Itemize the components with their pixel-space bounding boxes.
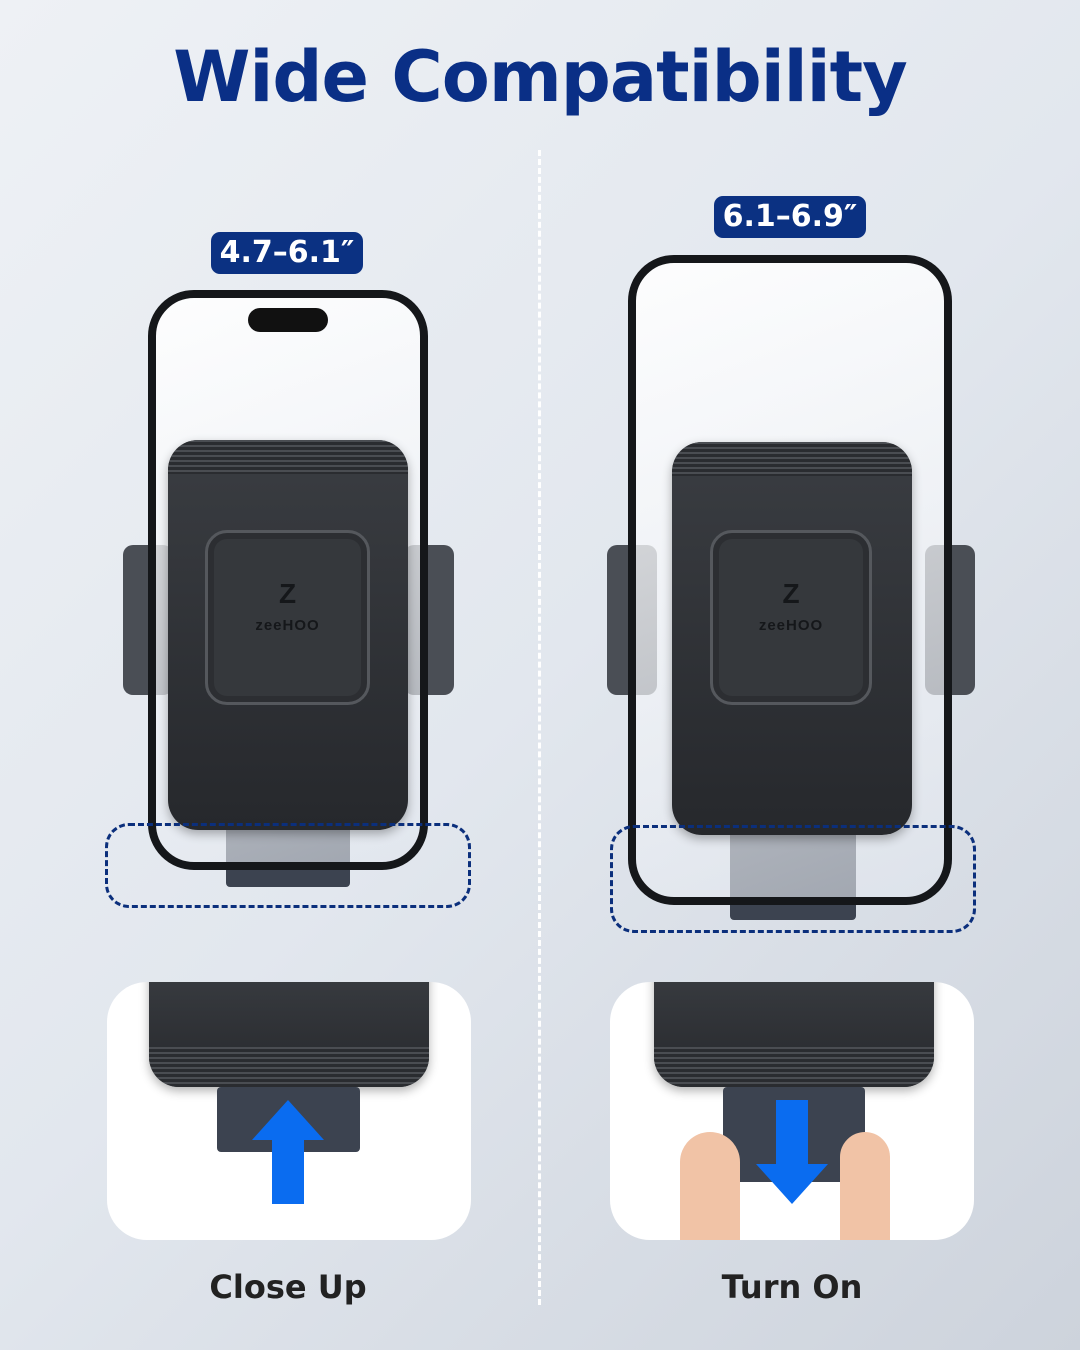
page-title: Wide Compatibility	[173, 36, 908, 118]
hand-finger	[840, 1132, 890, 1240]
arrow-up-icon	[252, 1100, 324, 1204]
phone-holder: Z zeeHOO	[672, 442, 912, 835]
closeup-card	[107, 982, 471, 1240]
divider	[538, 150, 541, 1305]
brand-logo: Z	[782, 578, 800, 609]
phone-holder: Z zeeHOO	[168, 440, 408, 830]
brand-name: zeeHOO	[758, 617, 824, 634]
arrow-down-icon	[756, 1100, 828, 1204]
caption-close-up: Close Up	[209, 1268, 367, 1306]
brand-name: zeeHOO	[255, 617, 320, 634]
charging-pad: Z zeeHOO	[205, 530, 370, 705]
size-badge-large: 6.1–6.9″	[714, 196, 866, 238]
turnon-card	[610, 982, 974, 1240]
highlight-bottom-area	[610, 825, 976, 933]
hand-finger	[680, 1132, 740, 1240]
charging-pad: Z zeeHOO	[710, 530, 872, 705]
caption-turn-on: Turn On	[721, 1268, 863, 1306]
highlight-bottom-area	[105, 823, 471, 908]
holder-bottom	[149, 982, 429, 1087]
dynamic-island	[248, 308, 328, 332]
holder-bottom	[654, 982, 934, 1087]
size-badge-small: 4.7–6.1″	[211, 232, 363, 274]
brand-logo: Z	[278, 578, 297, 609]
